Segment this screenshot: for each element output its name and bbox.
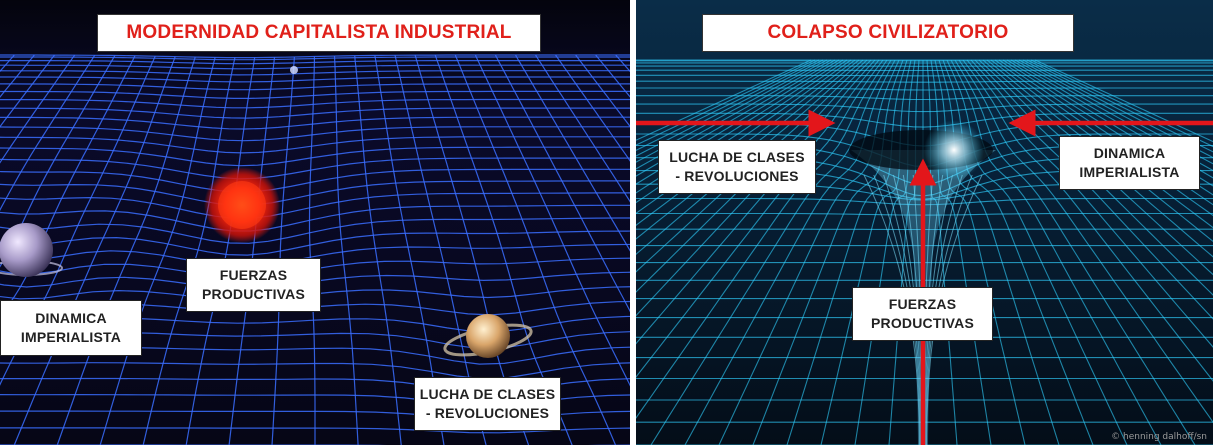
grid-line [271, 56, 295, 445]
planet-left [0, 223, 53, 277]
grid-line [950, 59, 1162, 445]
grid-line [0, 55, 116, 268]
grid-line [595, 54, 630, 98]
grid-line [333, 56, 359, 445]
label-line-2: IMPERIALISTA [1079, 164, 1180, 180]
spacetime-grid [0, 54, 630, 445]
grid-line [414, 54, 530, 445]
grid-line [514, 54, 630, 252]
grid-line [650, 59, 892, 445]
grid-line [958, 59, 1213, 424]
label-line-1: FUERZAS [888, 296, 957, 312]
grid-line [0, 55, 136, 319]
grid-line [636, 74, 1213, 77]
left-title-text: MODERNIDAD CAPITALISTA INDUSTRIAL [126, 22, 512, 43]
left-label-lucha-de-clases: LUCHA DE CLASES - REVOLUCIONES [414, 377, 561, 431]
grid-line [0, 54, 76, 164]
grid-line [308, 56, 316, 445]
right-title-text: COLAPSO CIVILIZATORIO [767, 22, 1009, 43]
label-line-1: DINAMICA [1093, 145, 1166, 161]
grid-line [474, 54, 630, 387]
label-line-1: LUCHA DE CLASES [419, 386, 556, 402]
grid-line [354, 55, 402, 445]
warped-grid-illustration [0, 0, 630, 445]
grid-line [954, 59, 1196, 445]
label-line-2: - REVOLUCIONES [675, 168, 799, 184]
label-line-2: PRODUCTIVAS [201, 286, 306, 302]
grid-line [0, 54, 55, 128]
small-moon [290, 66, 298, 74]
grid-line [494, 54, 630, 313]
grid-line [636, 59, 872, 293]
right-label-dinamica-imperialista: DINAMICA IMPERIALISTA [1059, 136, 1200, 190]
grid-line [636, 59, 884, 378]
grid-line [636, 87, 1213, 91]
grid-line [636, 80, 1213, 83]
grid-line [636, 59, 888, 419]
grid-line [974, 59, 1213, 296]
grid-line [394, 55, 487, 445]
left-label-fuerzas-productivas: FUERZAS PRODUCTIVAS [186, 258, 321, 312]
right-label-lucha-de-clases: LUCHA DE CLASES - REVOLUCIONES [658, 140, 816, 194]
grid-line [575, 54, 630, 128]
black-hole-grid-illustration [636, 0, 1213, 445]
label-line-2: PRODUCTIVAS [870, 315, 975, 331]
grid-line [454, 54, 617, 445]
grid-line [434, 54, 573, 445]
right-panel: COLAPSO CIVILIZATORIO LUCHA DE CLASES - … [636, 0, 1213, 445]
label-line-1: FUERZAS [219, 267, 288, 283]
grid-line [535, 54, 630, 203]
grid-line [636, 95, 1213, 101]
grid-line [374, 55, 445, 445]
left-panel: MODERNIDAD CAPITALISTA INDUSTRIAL FUERZA… [0, 0, 630, 445]
glow-highlight [924, 120, 984, 180]
grid-line [555, 54, 630, 162]
left-label-dinamica-imperialista: DINAMICA IMPERIALISTA [0, 300, 142, 356]
label-line-2: IMPERIALISTA [20, 329, 122, 345]
grid-line [978, 59, 1213, 276]
label-line-1: LUCHA DE CLASES [669, 149, 805, 165]
grid-line [636, 59, 868, 273]
label-line-2: - REVOLUCIONES [425, 405, 550, 421]
grid-line [684, 59, 896, 445]
right-label-fuerzas-productivas: FUERZAS PRODUCTIVAS [852, 287, 993, 341]
left-title: MODERNIDAD CAPITALISTA INDUSTRIAL [97, 14, 541, 52]
saturn-planet [466, 314, 510, 358]
sun-core [218, 181, 266, 229]
grid-line [0, 54, 35, 98]
image-credit: © henning dalhoff/sn [1111, 432, 1207, 442]
right-title: COLAPSO CIVILIZATORIO [702, 14, 1074, 52]
grid-line [0, 54, 96, 211]
label-line-1: DINAMICA [35, 310, 107, 326]
